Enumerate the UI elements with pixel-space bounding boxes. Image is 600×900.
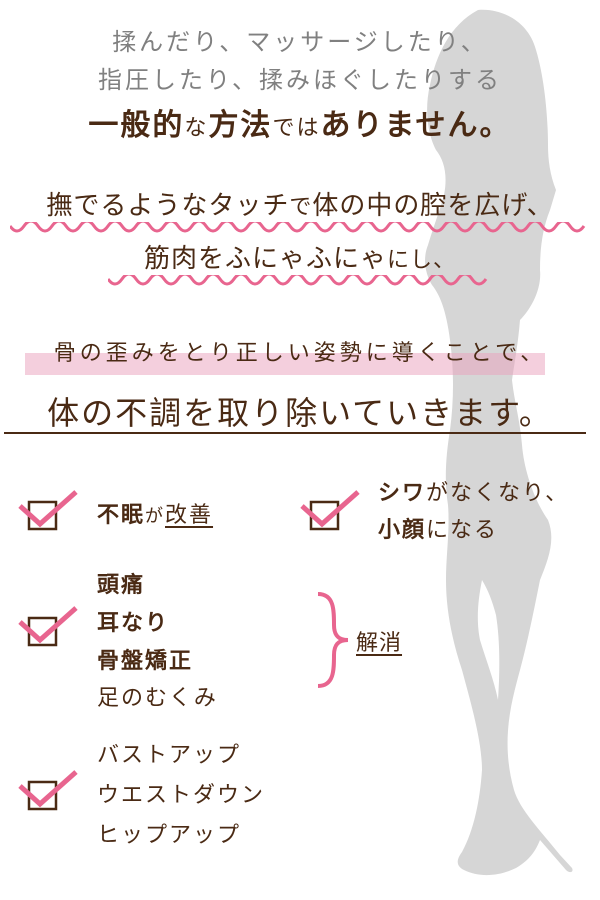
intro-line-1: 揉んだり、マッサージしたり、 <box>112 28 488 56</box>
benefit-2-text-2: になる <box>426 518 499 543</box>
method-part-2: で <box>289 195 313 220</box>
intro-emph-1: 一般的 <box>88 108 185 143</box>
benefit-1-keyword: 不眠 <box>97 502 146 528</box>
benefit-insomnia: 不眠が改善 <box>97 497 213 535</box>
benefit-1-particle: が <box>145 506 166 527</box>
wavy-underline-2-icon <box>108 275 488 286</box>
intro-normal-1: な <box>184 116 209 141</box>
highlight-bar <box>25 353 545 375</box>
benefit-1-result: 改善 <box>165 503 214 528</box>
benefit-3-item-4: 足のむくみ <box>97 686 218 711</box>
curly-brace-icon <box>317 592 349 688</box>
checkbox-checked-icon <box>18 770 78 811</box>
method-part-5: にし、 <box>387 248 457 273</box>
posture-text: 骨の歪みをとり正しい姿勢に導くことで、 <box>53 341 547 366</box>
headline: 体の不調を取り除いていきます。 <box>47 394 553 432</box>
method-part-3: 体の中の腔を広げ、 <box>312 191 554 221</box>
method-part-4: 筋肉をふにゃふにゃ <box>143 244 387 274</box>
benefit-4-item-3: ヒップアップ <box>97 823 242 848</box>
benefit-4-item-1: バストアップ <box>97 743 242 768</box>
benefit-2-text-1: がなくなり、 <box>426 481 570 506</box>
benefit-3-item-3: 骨盤矯正 <box>97 648 194 674</box>
benefit-3-result: 解消 <box>356 631 403 656</box>
method-part-1: 撫でるようなタッチ <box>46 191 290 221</box>
benefit-4-item-2: ウエストダウン <box>97 783 266 808</box>
wavy-underline-1-icon <box>10 222 586 233</box>
intro-line-2: 指圧したり、揉みほぐしたりする <box>97 66 503 94</box>
checkbox-checked-icon <box>18 606 78 647</box>
benefit-ailments-list: 頭痛 耳なり 骨盤矯正 足のむくみ <box>97 566 218 718</box>
intro-emph-3: ありません。 <box>320 108 512 143</box>
intro-normal-2: では <box>272 116 321 141</box>
posture-line: 骨の歪みをとり正しい姿勢に導くことで、 <box>0 335 600 367</box>
benefit-3-item-1: 頭痛 <box>97 572 146 598</box>
intro-emph-2: 方法 <box>208 108 273 143</box>
benefit-wrinkles: シワがなくなり、 小顔になる <box>378 475 569 549</box>
benefit-2-keyword-1: シワ <box>378 480 427 506</box>
headline-underline <box>4 432 586 434</box>
benefit-3-item-2: 耳なり <box>97 610 170 636</box>
benefit-2-keyword-2: 小顔 <box>378 517 427 543</box>
method-line-1: 撫でるようなタッチで体の中の腔を広げ、 <box>0 185 600 222</box>
checkbox-checked-icon <box>300 490 360 531</box>
benefit-body-shape-list: バストアップ ウエストダウン ヒップアップ <box>97 736 265 856</box>
method-line-2: 筋肉をふにゃふにゃにし、 <box>0 238 600 275</box>
checkbox-checked-icon <box>18 490 78 531</box>
intro-line-3: 一般的な方法ではありません。 <box>0 100 600 144</box>
